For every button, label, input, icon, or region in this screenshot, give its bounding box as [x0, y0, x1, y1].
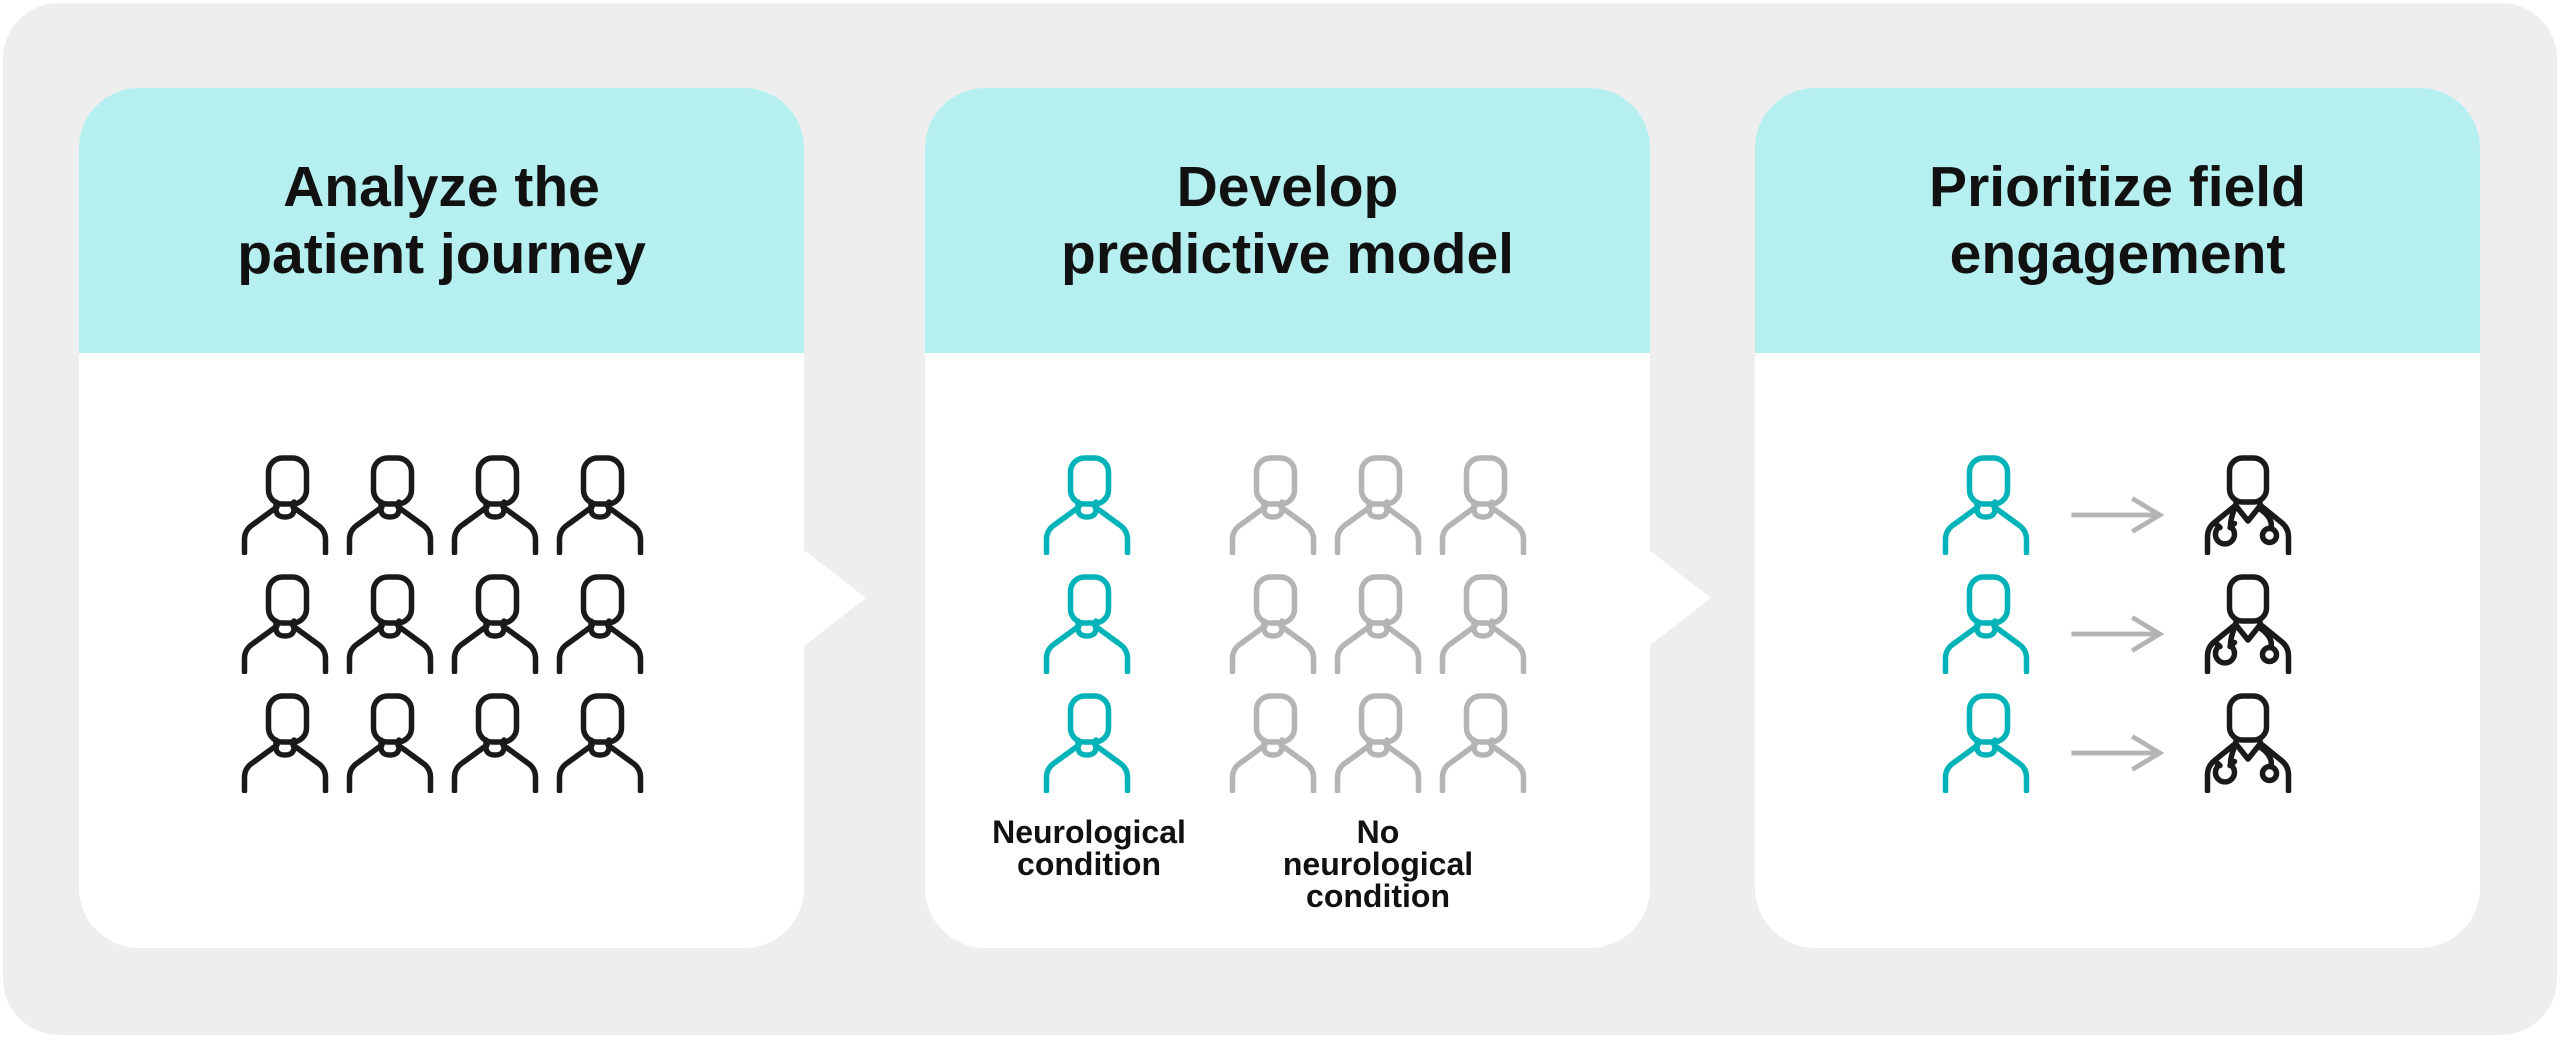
card-header: Analyze the patient journey	[79, 88, 804, 353]
person-icon	[240, 574, 330, 674]
person-icon	[1941, 693, 2031, 793]
arrow-right-icon	[2068, 734, 2166, 772]
card-header: Prioritize field engagement	[1755, 88, 2480, 353]
neurological-condition-column	[1042, 455, 1132, 793]
person-icon	[1228, 693, 1318, 793]
person-icon	[345, 693, 435, 793]
person-icon	[555, 574, 645, 674]
person-icon	[1438, 693, 1528, 793]
person-icon	[450, 693, 540, 793]
person-icon	[1042, 693, 1132, 793]
person-icon	[1228, 574, 1318, 674]
card-title: Analyze the patient journey	[237, 154, 646, 286]
person-icon	[240, 455, 330, 555]
person-icon	[1333, 455, 1423, 555]
card-analyze-patient-journey: Analyze the patient journey	[79, 88, 804, 948]
no-neurological-condition-grid	[1228, 455, 1528, 793]
person-icon	[450, 574, 540, 674]
person-icon	[240, 693, 330, 793]
doctor-icon	[2203, 574, 2293, 674]
person-icon	[1333, 574, 1423, 674]
card-develop-predictive-model: Develop predictive model Neurological co…	[925, 88, 1650, 948]
arrow-right-icon	[2068, 615, 2166, 653]
person-icon	[1438, 455, 1528, 555]
chevron-separator-icon	[804, 550, 866, 646]
person-icon	[450, 455, 540, 555]
person-icon	[1228, 455, 1318, 555]
person-icon	[1333, 693, 1423, 793]
person-icon	[1438, 574, 1528, 674]
person-icon	[345, 455, 435, 555]
card-prioritize-field-engagement: Prioritize field engagement	[1755, 88, 2480, 948]
doctor-icon	[2203, 693, 2293, 793]
person-icon	[555, 455, 645, 555]
arrow-right-icon	[2068, 496, 2166, 534]
doctor-icon	[2203, 455, 2293, 555]
legend-neurological-condition: Neurological condition	[992, 814, 1186, 882]
person-icon	[345, 574, 435, 674]
person-icon	[1042, 455, 1132, 555]
person-icon	[1941, 455, 2031, 555]
card-title: Develop predictive model	[1061, 154, 1514, 286]
person-icon	[1941, 574, 2031, 674]
chevron-separator-icon	[1649, 550, 1711, 646]
card-title: Prioritize field engagement	[1929, 154, 2306, 286]
person-icon	[555, 693, 645, 793]
card-header: Develop predictive model	[925, 88, 1650, 353]
legend-no-neurological-condition: No neurological condition	[1282, 814, 1474, 914]
person-icon	[1042, 574, 1132, 674]
patient-group-grid	[240, 455, 645, 793]
